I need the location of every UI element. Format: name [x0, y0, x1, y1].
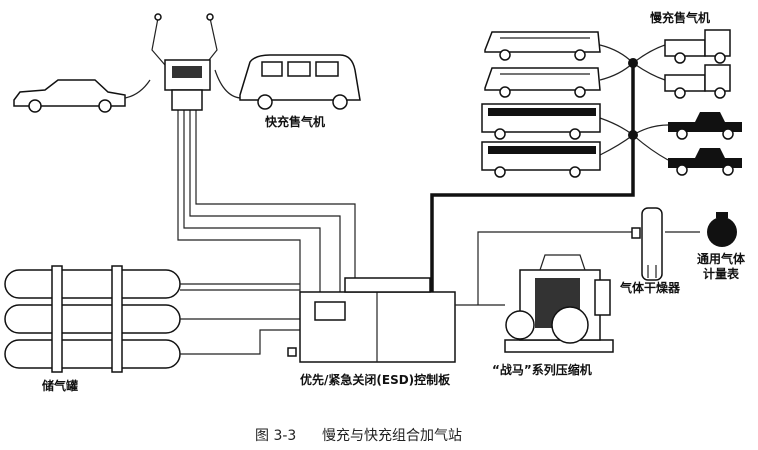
- gas-meter-label-2: 计量表: [703, 266, 740, 281]
- van-icon: [239, 54, 361, 110]
- bus-icon: [484, 31, 601, 61]
- fast-dispenser-pipes: [177, 110, 356, 292]
- compressor-label: “战马”系列压缩机: [492, 362, 592, 377]
- slow-fill-line: [430, 63, 635, 292]
- fast-dispenser-label: 快充售气机: [265, 114, 325, 129]
- bus-icon: [481, 141, 601, 178]
- gas-meter-label-1: 通用气体: [697, 251, 746, 266]
- dryer-pipe: [477, 231, 700, 305]
- fast-dispenser-icon: [151, 13, 246, 111]
- figure-number: 图 3-3: [255, 428, 296, 444]
- car-icon: [13, 79, 151, 113]
- slow-dispenser-label: 慢充售气机: [650, 10, 710, 25]
- bus-icon: [481, 103, 601, 140]
- bus-icon: [484, 67, 601, 98]
- buses: [481, 31, 601, 178]
- truck-icon: [664, 64, 731, 99]
- figure-title: 慢充与快充组合加气站: [322, 427, 462, 444]
- storage-tanks: [4, 265, 300, 373]
- truck-icon: [664, 29, 731, 64]
- pickup-icon: [668, 112, 742, 140]
- gas-dryer-label: 气体干燥器: [619, 280, 681, 295]
- compressor-icon: [504, 254, 614, 353]
- control-panel-label: 优先/紧急关闭(ESD)控制板: [300, 372, 451, 387]
- gas-meter-icon: [707, 212, 737, 247]
- control-panel: [287, 277, 456, 363]
- gas-dryer-icon: [631, 207, 663, 281]
- storage-tanks-label: 储气罐: [42, 378, 78, 393]
- junction-node: [628, 58, 638, 68]
- junction-node: [628, 130, 638, 140]
- trucks: [664, 29, 742, 176]
- bus-connections: [599, 44, 669, 161]
- pickup-icon: [668, 148, 742, 176]
